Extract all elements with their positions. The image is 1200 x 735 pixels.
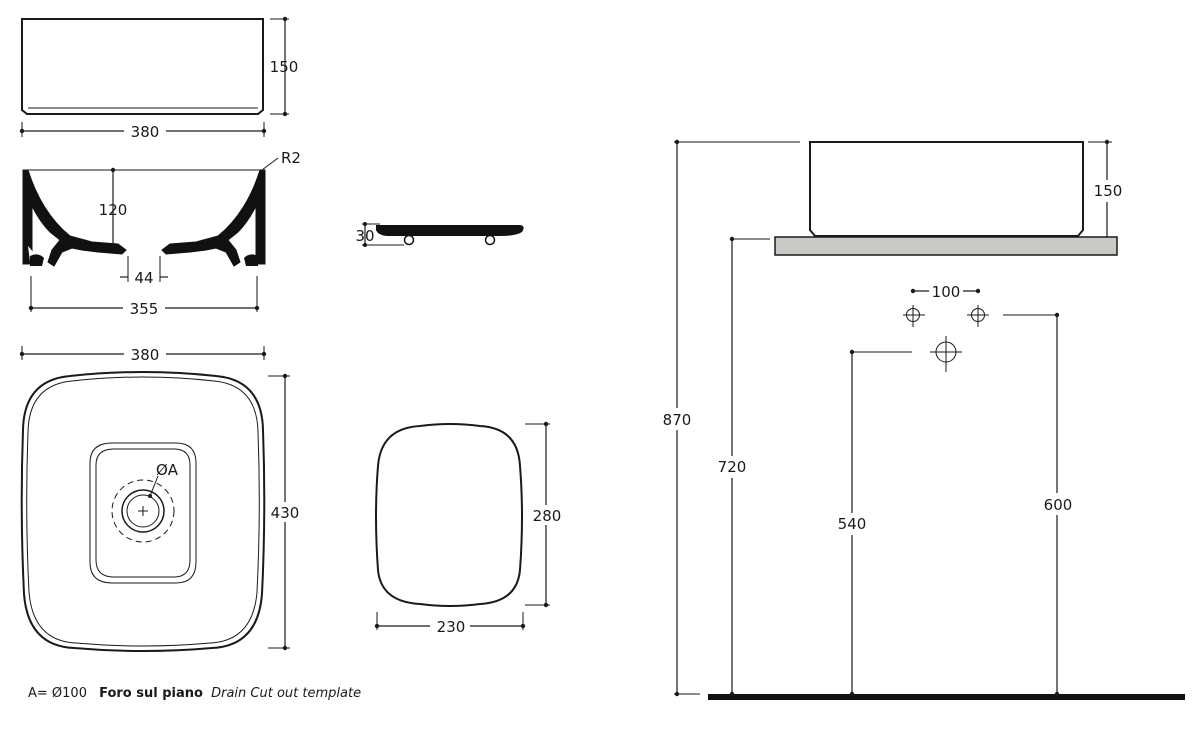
legend-key: A= Ø100: [28, 686, 87, 701]
plug-height-label: 30: [355, 227, 374, 245]
front-elevation-view: 150 380: [19, 16, 299, 141]
radius-label: R2: [281, 149, 301, 167]
cross-section-view: 120 R2 44 355: [22, 149, 301, 318]
front-height-label: 150: [270, 58, 299, 76]
plan-view: 380 ØA 430: [19, 345, 302, 652]
cutout-template-view: 280 230: [374, 421, 564, 636]
plan-depth-label: 430: [271, 504, 300, 522]
legend-title: Foro sul piano: [99, 686, 203, 701]
template-height-label: 280: [533, 507, 562, 525]
drain-plug-view: 30: [355, 222, 524, 247]
total-height-label: 870: [663, 411, 692, 429]
legend-subtitle: Drain Cut out template: [211, 686, 362, 701]
installation-elevation-view: 870 150 720 100 540: [660, 139, 1185, 700]
drain-diameter-label: ØA: [156, 461, 179, 479]
front-width-label: 380: [131, 123, 160, 141]
install-basin-height-label: 150: [1094, 182, 1123, 200]
drain-legend: A= Ø100 Foro sul piano Drain Cut out tem…: [28, 686, 361, 701]
template-width-label: 230: [437, 618, 466, 636]
section-depth-label: 120: [99, 201, 128, 219]
plan-width-label: 380: [131, 346, 160, 364]
section-drain-label: 44: [134, 269, 153, 287]
counter-height-label: 720: [718, 458, 747, 476]
section-width-label: 355: [130, 300, 159, 318]
tap-spacing-label: 100: [932, 283, 961, 301]
drain-height-label: 540: [838, 515, 867, 533]
supply-height-label: 600: [1044, 496, 1073, 514]
